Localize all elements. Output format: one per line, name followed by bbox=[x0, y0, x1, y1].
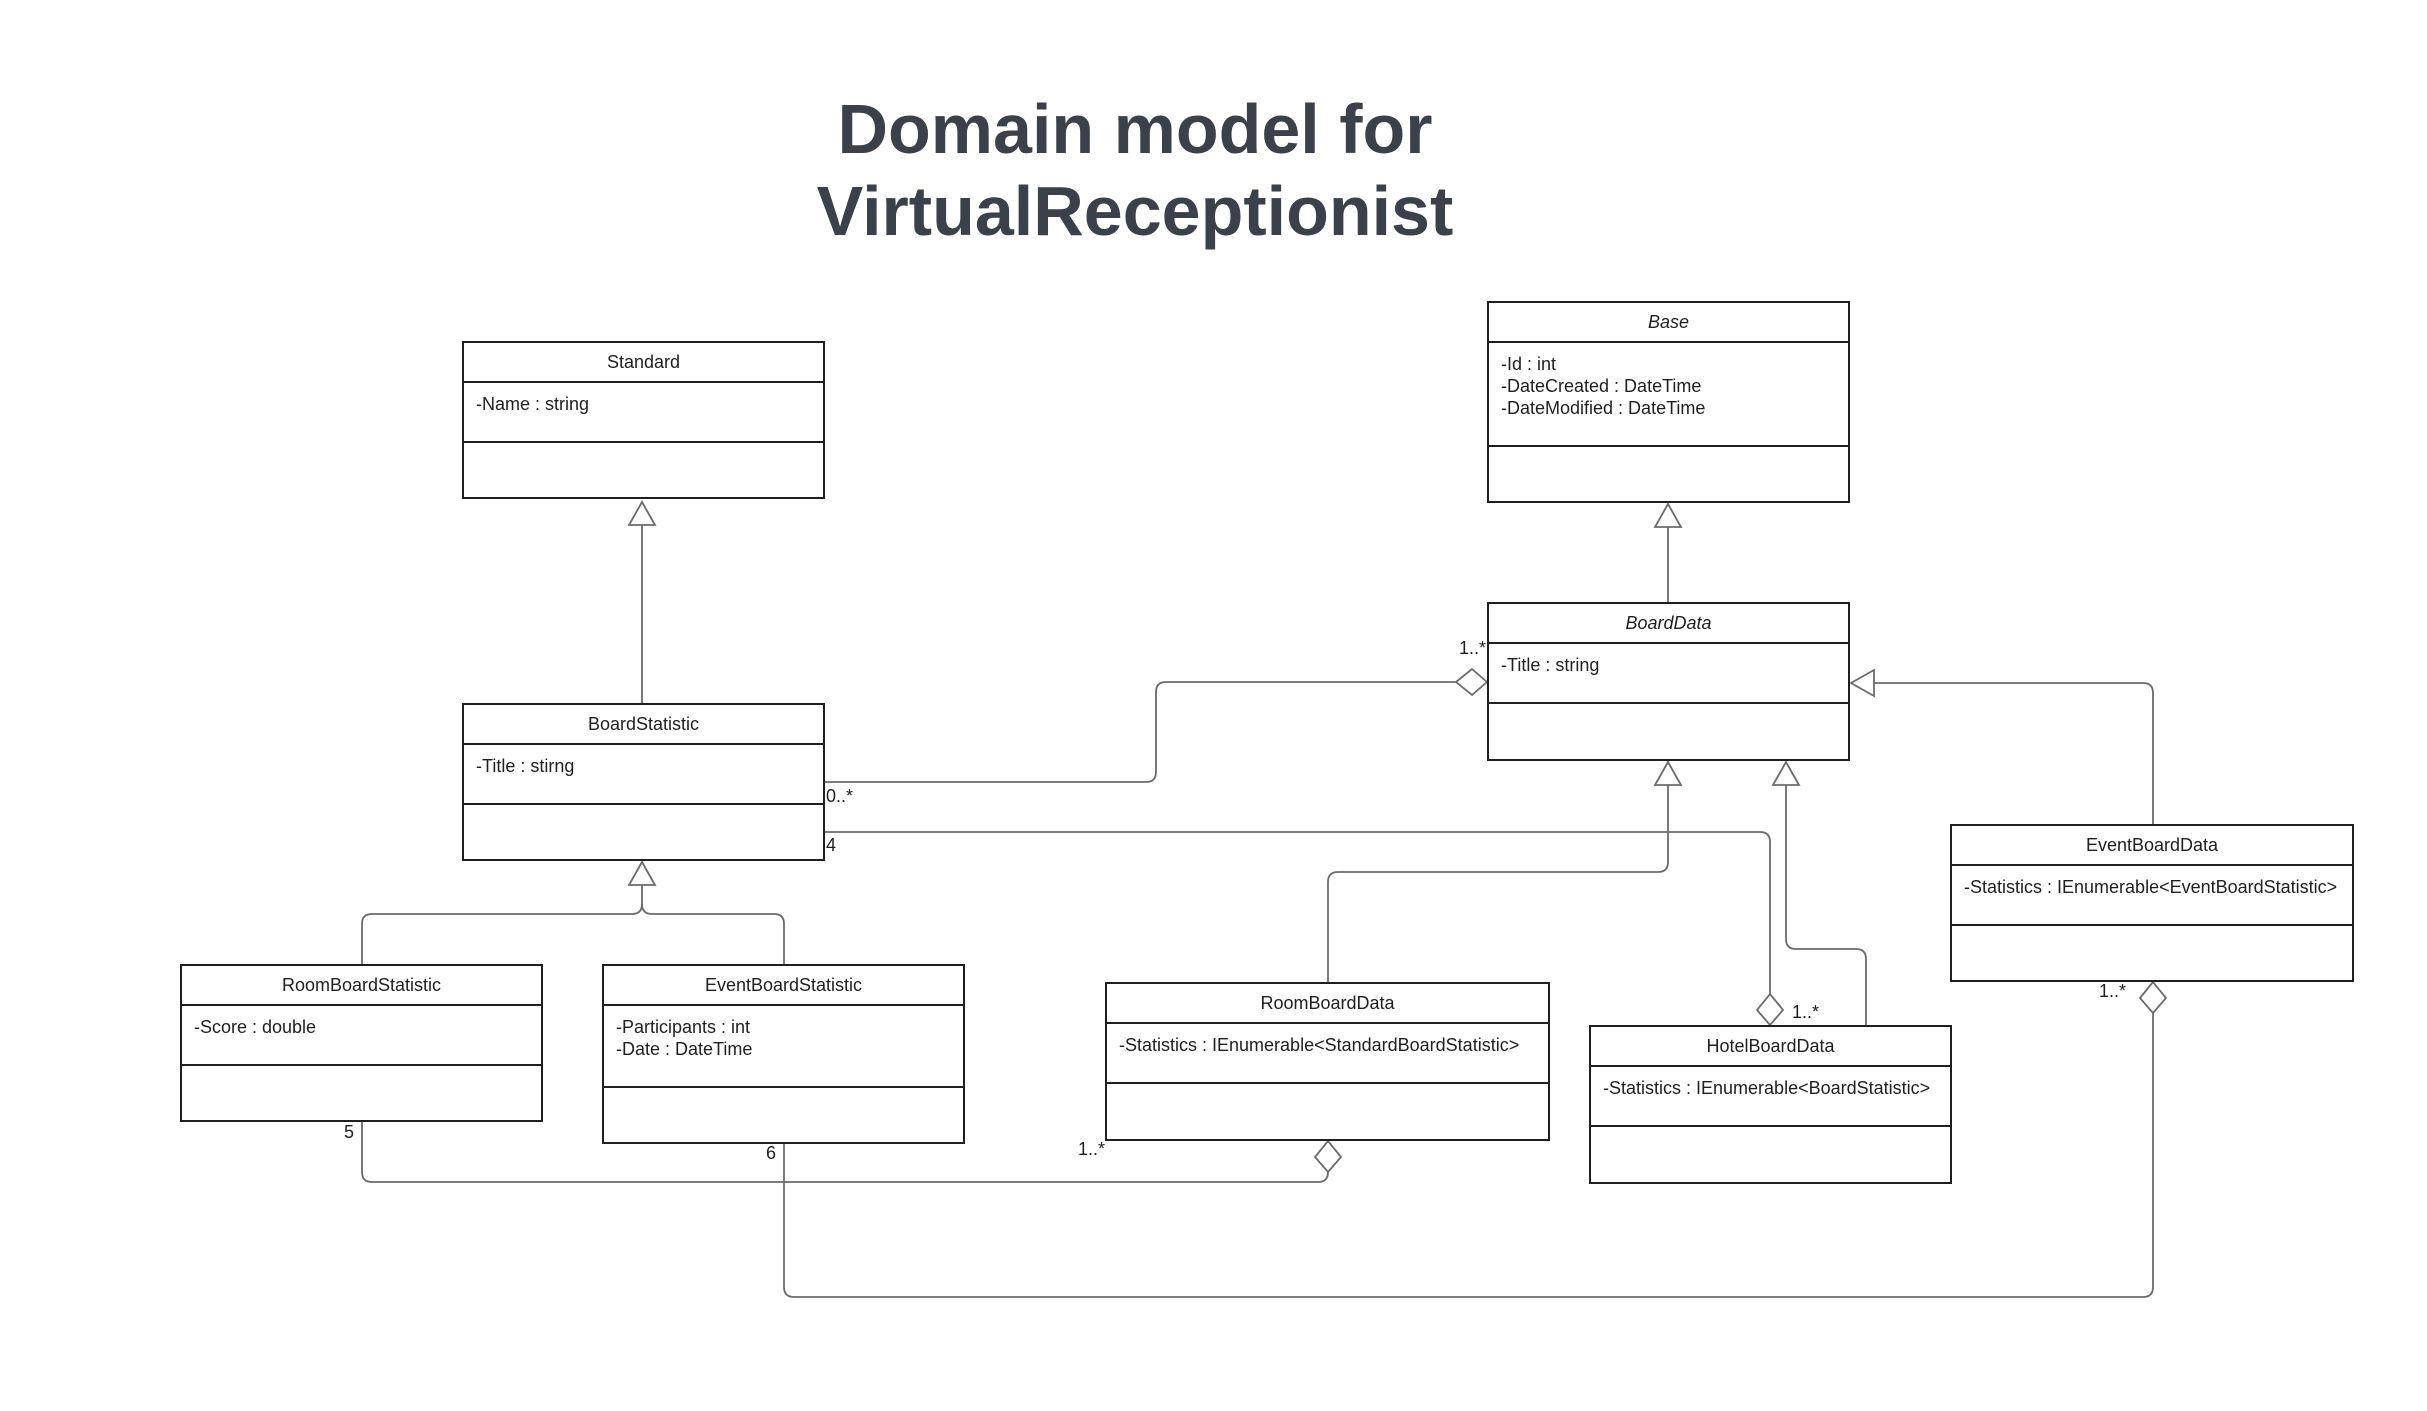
class-attributes: -Title : stirng bbox=[464, 745, 823, 805]
attribute: -Title : string bbox=[1501, 655, 1600, 675]
class-name: HotelBoardData bbox=[1591, 1027, 1950, 1067]
class-boarddata[interactable]: BoardData -Title : string bbox=[1487, 602, 1850, 761]
class-attributes: -Statistics : IEnumerable<StandardBoardS… bbox=[1107, 1024, 1548, 1084]
generalization-arrowhead-standard bbox=[627, 500, 657, 526]
class-boardstatistic[interactable]: BoardStatistic -Title : stirng bbox=[462, 703, 825, 861]
attribute: -Statistics : IEnumerable<BoardStatistic… bbox=[1603, 1078, 1931, 1098]
class-base[interactable]: Base -Id : int-DateCreated : DateTime-Da… bbox=[1487, 301, 1850, 503]
attribute: -Statistics : IEnumerable<StandardBoardS… bbox=[1119, 1035, 1520, 1055]
class-eventboarddata[interactable]: EventBoardData -Statistics : IEnumerable… bbox=[1950, 824, 2354, 982]
class-name: Standard bbox=[464, 343, 823, 383]
class-operations bbox=[604, 1088, 963, 1142]
class-name: BoardData bbox=[1489, 604, 1848, 644]
attribute: -Statistics : IEnumerable<EventBoardStat… bbox=[1964, 877, 2338, 897]
generalization-arrowhead-boarddata-side bbox=[1849, 668, 1875, 698]
attribute: -Score : double bbox=[194, 1017, 317, 1037]
class-attributes: -Name : string bbox=[464, 383, 823, 443]
generalization-eventboarddata-boarddata bbox=[1874, 682, 2154, 825]
multiplicity-eventboardstatistic: 6 bbox=[766, 1143, 777, 1163]
class-operations bbox=[1107, 1084, 1548, 1139]
diagram-title: Domain model for VirtualReceptionist bbox=[0, 88, 2270, 252]
attribute: -Participants : int bbox=[616, 1017, 751, 1037]
generalization-roomboarddata-boarddata bbox=[1327, 785, 1669, 983]
multiplicity-roomboardstatistic: 5 bbox=[344, 1122, 355, 1142]
generalization-hotelboarddata-boarddata bbox=[1785, 785, 1867, 1026]
aggregation-diamond-eventboarddata bbox=[2138, 980, 2168, 1015]
multiplicity-hotelboarddata: 1..* bbox=[1792, 1002, 1820, 1022]
class-attributes: -Participants : int-Date : DateTime bbox=[604, 1006, 963, 1088]
generalization-arrowhead-boardstatistic bbox=[627, 860, 657, 886]
aggregation-boarddata-boardstatistic bbox=[825, 681, 1456, 783]
attribute: -Title : stirng bbox=[476, 756, 575, 776]
generalization-arrowhead-boarddata-right bbox=[1771, 760, 1801, 786]
generalization-roomboardstatistic-boardstatistic bbox=[361, 885, 643, 966]
class-attributes: -Score : double bbox=[182, 1006, 541, 1066]
class-roomboarddata[interactable]: RoomBoardData -Statistics : IEnumerable<… bbox=[1105, 982, 1550, 1141]
class-attributes: -Statistics : IEnumerable<BoardStatistic… bbox=[1591, 1067, 1950, 1127]
generalization-eventboardstatistic-boardstatistic bbox=[641, 903, 785, 966]
aggregation-diamond-hotelboarddata bbox=[1755, 992, 1785, 1027]
diagram-title-line-2: VirtualReceptionist bbox=[816, 172, 1454, 250]
attribute: -Name : string bbox=[476, 394, 590, 414]
class-operations bbox=[464, 443, 823, 497]
generalization-arrowhead-base bbox=[1653, 502, 1683, 528]
class-name: BoardStatistic bbox=[464, 705, 823, 745]
generalization-arrowhead-boarddata-left bbox=[1653, 760, 1683, 786]
class-roomboardstatistic[interactable]: RoomBoardStatistic -Score : double bbox=[180, 964, 543, 1122]
attribute: -Date : DateTime bbox=[616, 1039, 753, 1059]
attribute: -DateCreated : DateTime bbox=[1501, 376, 1702, 396]
class-operations bbox=[182, 1066, 541, 1120]
attribute: -DateModified : DateTime bbox=[1501, 398, 1706, 418]
class-hotelboarddata[interactable]: HotelBoardData -Statistics : IEnumerable… bbox=[1589, 1025, 1952, 1184]
class-operations bbox=[1952, 926, 2352, 980]
class-name: RoomBoardStatistic bbox=[182, 966, 541, 1006]
class-eventboardstatistic[interactable]: EventBoardStatistic -Participants : int-… bbox=[602, 964, 965, 1144]
aggregation-diamond-roomboarddata bbox=[1313, 1139, 1343, 1174]
aggregation-eventboarddata-eventboardstatistic bbox=[783, 1013, 2154, 1298]
class-operations bbox=[1489, 447, 1848, 501]
aggregation-roomboarddata-roomboardstatistic bbox=[361, 1122, 1329, 1183]
aggregation-hotelboarddata-boardstatistic bbox=[825, 831, 1771, 994]
multiplicity-roomboarddata: 1..* bbox=[1078, 1139, 1106, 1159]
class-operations bbox=[464, 805, 823, 859]
aggregation-diamond-boarddata bbox=[1454, 667, 1489, 697]
multiplicity-boardstatistic-hotel: 4 bbox=[826, 835, 837, 855]
class-attributes: -Id : int-DateCreated : DateTime-DateMod… bbox=[1489, 343, 1848, 447]
class-attributes: -Title : string bbox=[1489, 644, 1848, 704]
multiplicity-eventboarddata: 1..* bbox=[2099, 981, 2127, 1001]
multiplicity-boardstatistic-boarddata: 0..* bbox=[826, 786, 854, 806]
class-attributes: -Statistics : IEnumerable<EventBoardStat… bbox=[1952, 866, 2352, 926]
class-name: Base bbox=[1489, 303, 1848, 343]
attribute: -Id : int bbox=[1501, 354, 1557, 374]
class-name: EventBoardStatistic bbox=[604, 966, 963, 1006]
class-name: RoomBoardData bbox=[1107, 984, 1548, 1024]
class-standard[interactable]: Standard -Name : string bbox=[462, 341, 825, 499]
class-operations bbox=[1591, 1127, 1950, 1182]
class-name: EventBoardData bbox=[1952, 826, 2352, 866]
diagram-title-line-1: Domain model for bbox=[837, 90, 1433, 168]
class-operations bbox=[1489, 704, 1848, 759]
multiplicity-boarddata: 1..* bbox=[1459, 638, 1487, 658]
